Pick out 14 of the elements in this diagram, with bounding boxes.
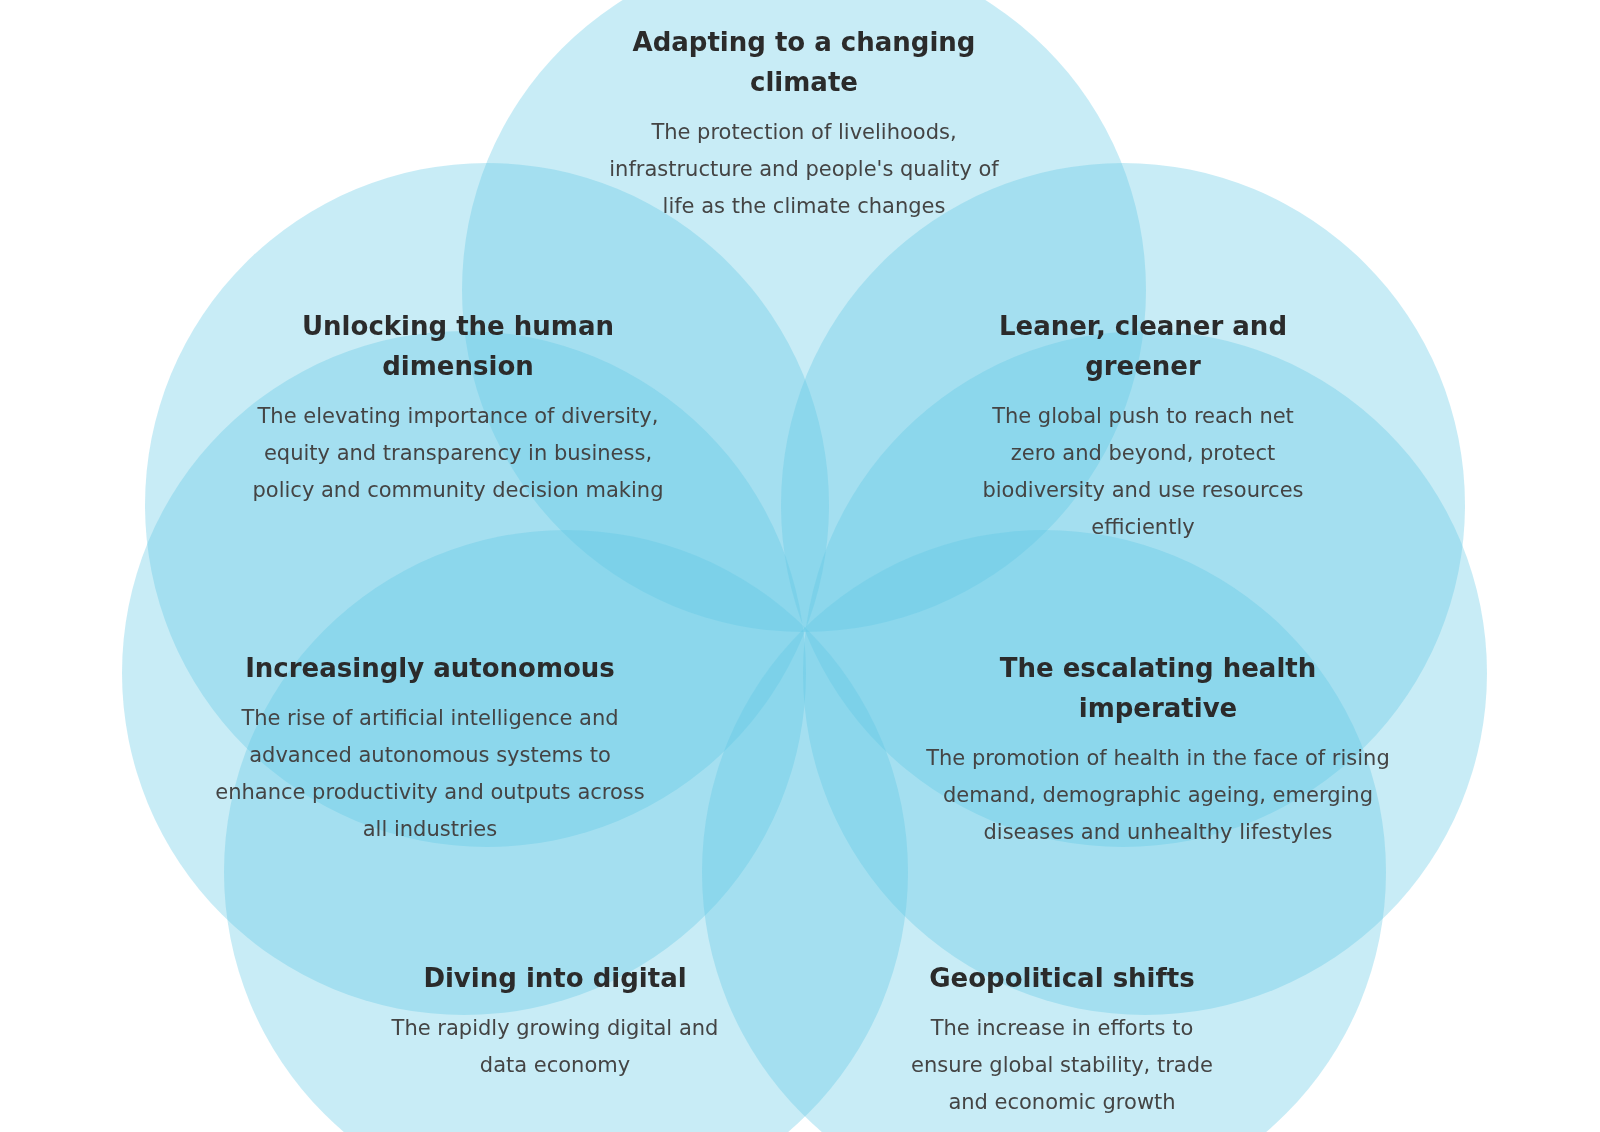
topic-description: The protection of livelihoods, infrastructure and people's quality of life as the climate changes	[608, 119, 1000, 220]
topic-heading: Geopolitical shifts	[928, 962, 1196, 995]
topic-description: The global push to reach net zero and beyond, protect biodiversity and use resources efficiently	[981, 403, 1305, 541]
topic-description: The rapidly growing digital and data economy	[390, 1015, 720, 1079]
topic-heading: Increasingly autonomous	[244, 652, 616, 685]
topic-description: The elevating importance of diversity, equity and transparency in business, policy and community decision making	[251, 403, 665, 504]
topic-description: The rise of artificial intelligence and advanced autonomous systems to enhance productivity and outputs across all industries	[214, 705, 646, 843]
topic-heading: The escalating health imperative	[998, 652, 1318, 725]
topic-description: The promotion of health in the face of rising demand, demographic ageing, emerging diseases and unhealthy lifestyles	[925, 745, 1391, 846]
topic-heading: Unlocking the human dimension	[301, 310, 615, 383]
topic-heading: Diving into digital	[422, 962, 688, 995]
topic-heading: Leaner, cleaner and greener	[998, 310, 1288, 383]
topic-description: The increase in efforts to ensure global stability, trade and economic growth	[910, 1015, 1214, 1116]
topic-heading: Adapting to a changing climate	[631, 26, 977, 99]
